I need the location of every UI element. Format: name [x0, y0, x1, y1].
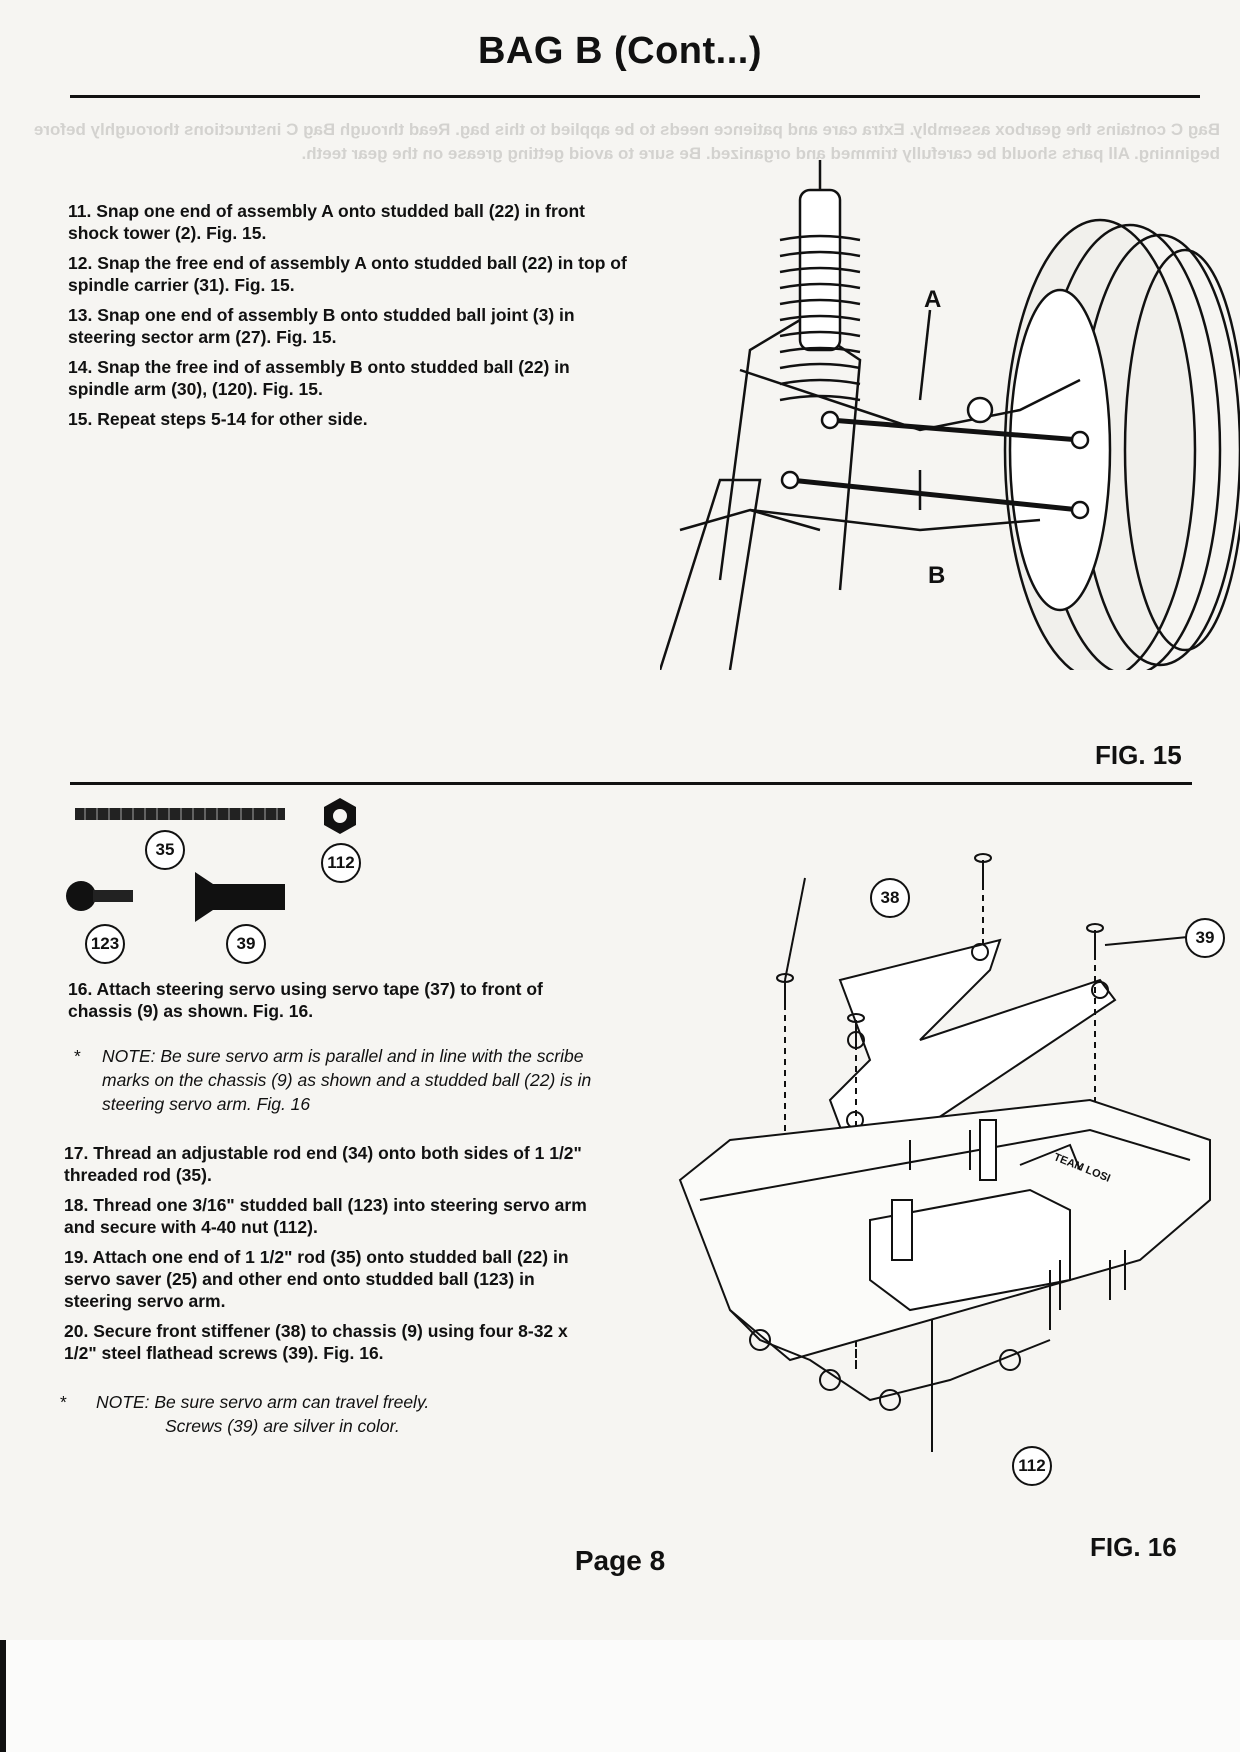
step-13: 13. Snap one end of assembly B onto stud… — [68, 305, 575, 347]
steps-top: 11. Snap one end of assembly A onto stud… — [68, 200, 628, 438]
callout-nut-112: 112 — [1012, 1446, 1052, 1486]
callout-part-nut: 112 — [321, 843, 361, 883]
page-number: Page 8 — [574, 1545, 666, 1576]
hex-nut-icon — [324, 798, 356, 834]
scan-margin — [0, 1640, 1240, 1752]
callout-stiffener-38: 38 — [870, 878, 910, 918]
note-2-line-1: NOTE: Be sure servo arm can travel freel… — [96, 1392, 430, 1412]
note-servo-arm: * NOTE: Be sure servo arm is parallel an… — [74, 1044, 602, 1116]
callout-part-rod: 35 — [145, 830, 185, 870]
scan-edge — [0, 1640, 6, 1752]
page-title: BAG B (Cont...) — [477, 30, 762, 72]
note-2-line-2: Screws (39) are silver in color. — [165, 1416, 400, 1436]
title-rule — [70, 95, 1200, 98]
step-20: 20. Secure front stiffener (38) to chass… — [64, 1321, 568, 1363]
step-16: 16. Attach steering servo using servo ta… — [68, 979, 543, 1021]
studded-ball-icon — [66, 881, 133, 911]
flathead-screw-icon — [195, 872, 285, 922]
step-12: 12. Snap the free end of assembly A onto… — [68, 253, 627, 295]
fig16-illustration — [678, 853, 1211, 1452]
step-11: 11. Snap one end of assembly A onto stud… — [68, 201, 585, 243]
fig15-illustration — [660, 160, 1240, 670]
note-1-text: NOTE: Be sure servo arm is parallel and … — [102, 1046, 592, 1114]
steps-bottom-1: 16. Attach steering servo using servo ta… — [68, 978, 608, 1030]
threaded-rod-icon — [75, 808, 285, 820]
note-servo-travel: * NOTE: Be sure servo arm can travel fre… — [60, 1390, 596, 1438]
step-15: 15. Repeat steps 5-14 for other side. — [68, 409, 368, 429]
step-18: 18. Thread one 3/16" studded ball (123) … — [64, 1195, 587, 1237]
fig15-marker-a: A — [924, 286, 942, 313]
fig16-label: FIG. 16 — [1090, 1532, 1177, 1562]
callout-screw-39: 39 — [1185, 918, 1225, 958]
callout-part-screw: 39 — [226, 924, 266, 964]
step-14: 14. Snap the free ind of assembly B onto… — [68, 357, 570, 399]
section-rule — [70, 782, 1192, 785]
callout-part-ball: 123 — [85, 924, 125, 964]
note-2-marker: * — [60, 1392, 67, 1412]
step-17: 17. Thread an adjustable rod end (34) on… — [64, 1143, 582, 1185]
fig15-marker-b: B — [928, 562, 946, 589]
steps-bottom-2: 17. Thread an adjustable rod end (34) on… — [64, 1142, 604, 1372]
note-1-marker: * — [74, 1046, 81, 1066]
step-19: 19. Attach one end of 1 1/2" rod (35) on… — [64, 1247, 569, 1311]
fig15-label: FIG. 15 — [1095, 740, 1182, 770]
